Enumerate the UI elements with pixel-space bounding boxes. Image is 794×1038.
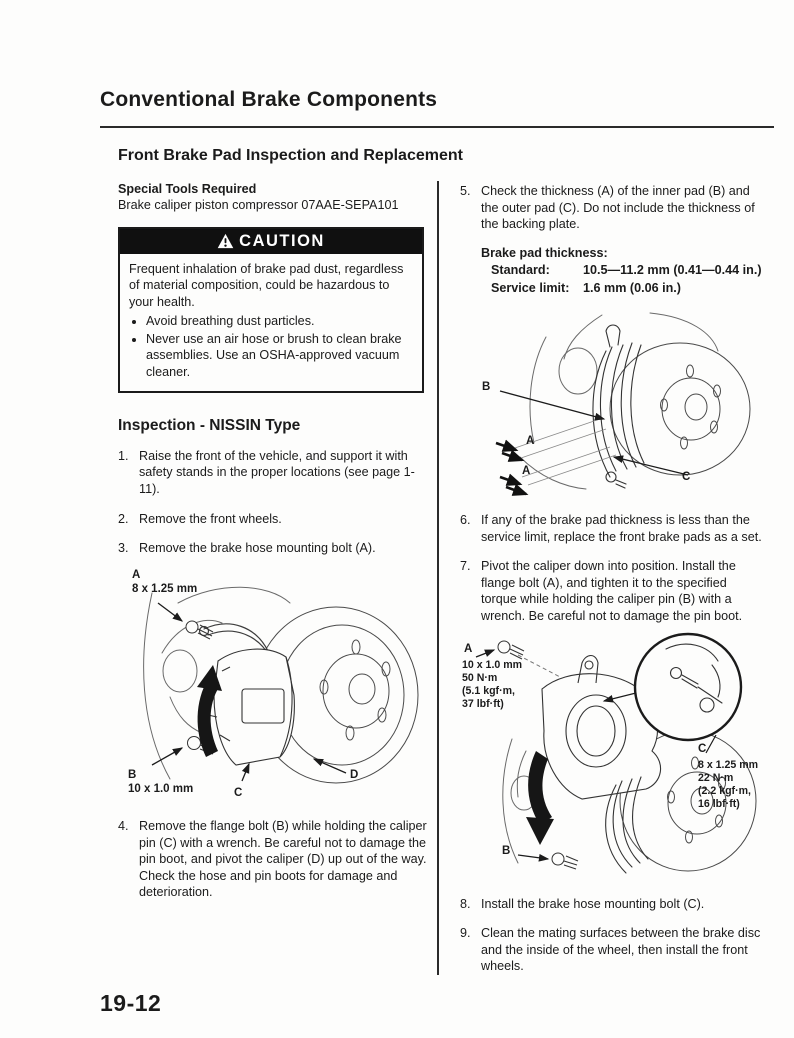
title-rule bbox=[100, 126, 774, 128]
step-5: 5. Check the thickness (A) of the inner … bbox=[460, 183, 762, 233]
caution-box: CAUTION Frequent inhalation of brake pad… bbox=[118, 226, 424, 393]
figure3-label-c: C bbox=[698, 742, 707, 755]
step-1: 1. Raise the front of the vehicle, and s… bbox=[118, 448, 429, 498]
step-number: 2. bbox=[118, 511, 129, 526]
special-tools-item: Brake caliper piston compressor 07AAE-SE… bbox=[118, 198, 399, 213]
figure2-label-b: B bbox=[482, 380, 491, 393]
step-number: 5. bbox=[460, 184, 471, 198]
spec-row-standard: Standard: 10.5—11.2 mm (0.41—0.44 in.) bbox=[481, 262, 762, 279]
spec-value: 10.5—11.2 mm (0.41—0.44 in.) bbox=[583, 263, 762, 278]
step-4: 4. Remove the flange bolt (B) while hold… bbox=[118, 818, 429, 901]
brake-pad-thickness-spec: Brake pad thickness: Standard: 10.5—11.2… bbox=[481, 245, 762, 297]
figure2-label-a-lower: A bbox=[522, 464, 531, 477]
spec-label: Standard: bbox=[491, 263, 550, 278]
caution-text: Frequent inhalation of brake pad dust, r… bbox=[129, 261, 404, 310]
caution-bullet-list: Avoid breathing dust particles. Never us… bbox=[129, 313, 413, 381]
left-column: Special Tools Required Brake caliper pis… bbox=[118, 181, 429, 975]
step-text: Raise the front of the vehicle, and supp… bbox=[139, 448, 415, 497]
step-number: 8. bbox=[460, 896, 471, 911]
spec-value: 1.6 mm (0.06 in.) bbox=[583, 280, 681, 295]
two-column-layout: Special Tools Required Brake caliper pis… bbox=[118, 181, 778, 976]
caution-warning-icon bbox=[217, 234, 234, 249]
special-tools-heading: Special Tools Required bbox=[118, 182, 257, 196]
figure2-label-a-upper: A bbox=[526, 434, 535, 447]
pivot-up-arrow bbox=[197, 664, 222, 757]
figure-caliper-install: A 10 x 1.0 mm 50 N·m (5.1 kgf·m, 37 lbf·… bbox=[460, 631, 760, 883]
step-text: Check the thickness (A) of the inner pad… bbox=[481, 184, 755, 232]
inspection-heading: Inspection - NISSIN Type bbox=[118, 416, 301, 434]
figure1-label-c: C bbox=[234, 786, 243, 799]
caution-bullet: Avoid breathing dust particles. bbox=[146, 313, 413, 330]
step-9: 9. Clean the mating surfaces between the… bbox=[460, 925, 762, 975]
figure1-label-d: D bbox=[350, 768, 359, 781]
figure3-label-a: A bbox=[464, 642, 473, 655]
step-text: Remove the flange bolt (B) while holding… bbox=[139, 818, 427, 900]
step-text: Clean the mating surfaces between the br… bbox=[481, 926, 761, 974]
figure1-label-b: B 10 x 1.0 mm bbox=[128, 769, 193, 797]
figure3-torque-spec-a: 10 x 1.0 mm 50 N·m (5.1 kgf·m, 37 lbf·ft… bbox=[462, 658, 523, 710]
right-column: 5. Check the thickness (A) of the inner … bbox=[439, 181, 762, 975]
caution-bullet: Never use an air hose or brush to clean … bbox=[146, 331, 413, 381]
figure2-label-c: C bbox=[682, 470, 691, 483]
step-8: 8. Install the brake hose mounting bolt … bbox=[460, 896, 762, 913]
caliper-install-illustration bbox=[475, 632, 757, 874]
callout-letter: B bbox=[128, 768, 137, 781]
step-6: 6. If any of the brake pad thickness is … bbox=[460, 512, 762, 545]
callout-letter: A bbox=[132, 568, 141, 581]
step-text: Remove the brake hose mounting bolt (A). bbox=[139, 541, 376, 556]
step-7: 7. Pivot the caliper down into position.… bbox=[460, 558, 762, 624]
caution-body: Frequent inhalation of brake pad dust, r… bbox=[120, 254, 422, 391]
pivot-down-arrow bbox=[526, 750, 554, 845]
caution-title: CAUTION bbox=[239, 231, 325, 250]
step-text: Pivot the caliper down into position. In… bbox=[481, 559, 743, 623]
pad-thickness-illustration bbox=[495, 312, 751, 496]
step-2: 2. Remove the front wheels. bbox=[118, 511, 429, 528]
step-number: 4. bbox=[118, 818, 129, 833]
step-text: Install the brake hose mounting bolt (C)… bbox=[481, 896, 705, 911]
step-number: 6. bbox=[460, 512, 471, 527]
page-title: Conventional Brake Components bbox=[100, 88, 438, 111]
caliper-removal-illustration bbox=[143, 586, 419, 784]
spec-row-service-limit: Service limit: 1.6 mm (0.06 in.) bbox=[481, 280, 762, 297]
figure-pad-thickness: B A A C bbox=[460, 307, 760, 499]
caution-header: CAUTION bbox=[120, 228, 422, 254]
figure3-label-b: B bbox=[502, 844, 511, 857]
page-number: 19-12 bbox=[100, 990, 162, 1016]
step-number: 7. bbox=[460, 559, 471, 574]
step-number: 9. bbox=[460, 926, 471, 941]
figure3-torque-spec-c: 8 x 1.25 mm 22 N·m (2.2 kgf·m, 16 lbf·ft… bbox=[698, 758, 759, 810]
step-number: 3. bbox=[118, 541, 129, 556]
column-divider bbox=[437, 181, 439, 976]
figure-caliper-removal: A 8 x 1.25 mm B 10 x 1.0 mm C D bbox=[118, 565, 428, 805]
bolt-size: 10 x 1.0 mm bbox=[128, 782, 194, 795]
step-number: 1. bbox=[118, 448, 129, 463]
step-text: Remove the front wheels. bbox=[139, 511, 282, 526]
step-text: If any of the brake pad thickness is les… bbox=[481, 512, 762, 544]
spec-heading: Brake pad thickness: bbox=[481, 245, 608, 260]
spec-label: Service limit: bbox=[491, 280, 570, 295]
bolt-size: 8 x 1.25 mm bbox=[132, 582, 198, 595]
figure1-label-a: A 8 x 1.25 mm bbox=[132, 569, 197, 597]
section-title: Front Brake Pad Inspection and Replaceme… bbox=[118, 147, 463, 164]
step-3: 3. Remove the brake hose mounting bolt (… bbox=[118, 540, 429, 557]
